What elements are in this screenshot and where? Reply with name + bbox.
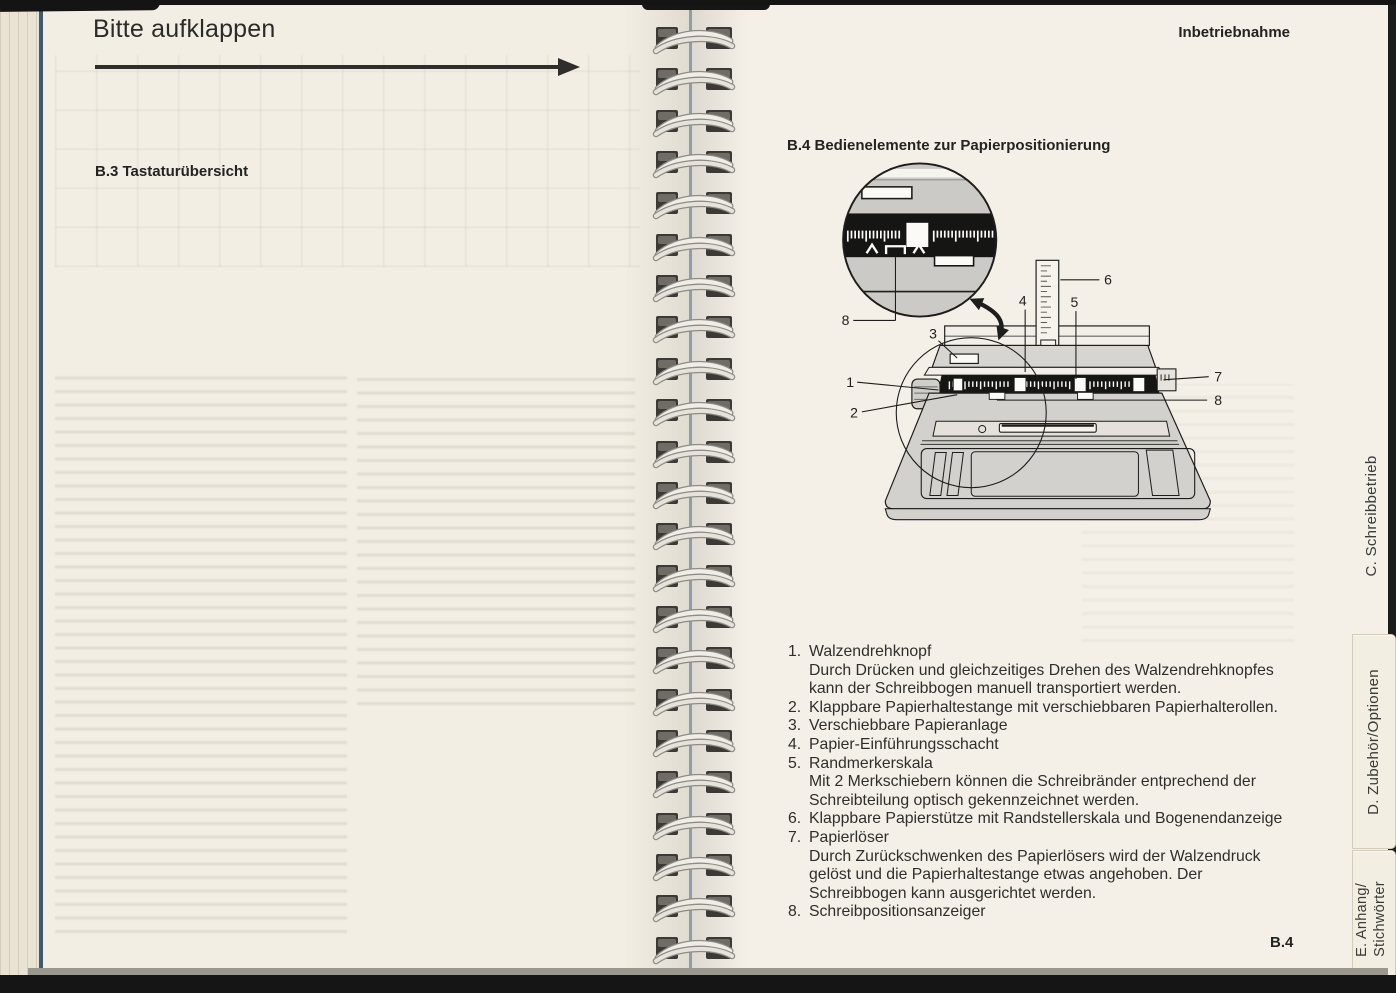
caption-title: Papierlöser [809,828,889,846]
callout-3: 3 [929,325,937,341]
binding-coil [648,807,740,841]
unfold-arrow-icon [95,65,558,69]
page-number: B.4 [1270,934,1294,951]
caption-title: Randmerkerskala [809,754,933,772]
binding-coil [648,724,740,758]
caption-item: 3. Verschiebbare Papieranlage [788,717,1300,736]
top-edge [0,0,1396,5]
binding-coil [648,600,740,634]
callout-labels: 1 2 3 4 5 6 7 8 8 [842,272,1223,421]
spine-top-shadow [642,0,770,10]
tab-d-label: D. Zubehör/Optionen [1364,669,1382,815]
running-header: Inbetriebnahme [1178,24,1290,41]
right-page: Inbetriebnahme B.4 Bedienelemente zur Pa… [692,2,1388,975]
bottom-edge [0,975,1396,993]
caption-number: 7. [788,828,802,846]
caption-item: 8. Schreibpositionsanzeiger [788,903,1300,922]
tab-c-schreibbetrieb: C. Schreibbetrieb [1362,455,1380,577]
callout-8-right: 8 [1214,392,1222,408]
text-bleed-through [357,375,635,705]
text-bleed-through [55,375,347,933]
binding-coil [648,62,740,96]
zoom-connector-arrow-icon [969,298,1010,341]
zoom-region-circle [895,337,1047,489]
section-title: B.4 Bedienelemente zur Papierpositionier… [787,137,1111,154]
paper-support-ruler [1035,259,1060,347]
left-page-title: Bitte aufklappen [93,15,276,43]
caption-item: 4. Papier-Einführungsschacht [788,736,1300,755]
keyboard-recess [920,448,1196,500]
paper-guide [949,353,979,365]
binding-coil [648,21,740,55]
caption-number: 1. [788,643,802,660]
binding-coil [648,145,740,179]
left-page-subtitle: B.3 Tastaturübersicht [95,163,249,180]
binding-coil [648,641,740,675]
binding-coil [648,683,740,717]
caption-number: 4. [788,735,802,753]
binding-coil [648,104,740,138]
caption-number: 5. [788,754,802,772]
binding-coil [648,186,740,220]
caption-desc: Durch Drücken und gleichzeitiges Drehen … [809,661,1274,698]
binding-coil [648,559,740,593]
callout-8-left: 8 [842,312,850,328]
callout-2: 2 [850,404,858,420]
caption-desc: Mit 2 Merkschiebern können die Schreibrä… [809,773,1256,809]
typewriter-body [884,392,1212,521]
magnifier-inset [842,162,998,322]
callout-7: 7 [1214,368,1222,384]
caption-item: 2. Klappbare Papierhaltestange mit versc… [788,699,1300,718]
caption-title: Klappbare Papierstütze mit Randstellersk… [809,810,1283,828]
callout-5: 5 [1070,294,1078,310]
callout-4: 4 [1019,293,1027,309]
top-left-edge [0,0,161,12]
left-page-blue-edge [39,3,43,974]
caption-title: Papier-Einführungsschacht [809,735,999,753]
caption-title: Klappbare Papierhaltestange mit verschie… [809,698,1278,716]
binding-coil [648,765,740,799]
left-book-edge-pages [0,3,40,976]
typewriter-diagram: 1 2 3 4 5 6 7 8 8 [842,162,1223,521]
caption-number: 8. [788,903,802,921]
binding-coil [648,435,740,469]
caption-desc: Durch Zurückschwenken des Papierlösers w… [809,847,1261,902]
unfold-arrowhead-icon [558,58,580,76]
binding-coil [648,517,740,551]
power-dot [978,425,987,434]
binding-coil [648,393,740,427]
margin-scale-bar [937,375,1160,394]
binding-coil [648,228,740,262]
binding-coil [648,352,740,386]
print-point-window [906,222,929,248]
left-page: Bitte aufklappen B.3 Tastaturübersicht [43,3,692,975]
binding-coil [648,889,740,923]
binding-coil [648,848,740,882]
keyboard-bleed-through [55,55,640,267]
tab-e-label-line1: E. Anhang/ [1354,882,1370,957]
binding-coil [648,476,740,510]
binding-coil [648,931,740,965]
binding-coil [648,310,740,344]
bottom-page-edge [28,968,1388,977]
caption-item: 6. Klappbare Papierstütze mit Randstelle… [788,810,1300,829]
caption-number: 2. [788,698,802,716]
callout-1: 1 [846,374,854,390]
callout-6: 6 [1104,272,1112,288]
tab-d-zubehoer-optionen [1352,634,1396,849]
tab-e-label-line2: Stichwörter [1372,881,1388,957]
caption-number: 3. [788,717,802,735]
caption-title: Schreibpositionsanzeiger [809,903,986,921]
binding-coil [648,269,740,303]
caption-number: 6. [788,810,802,828]
book-right-edge [1388,0,1396,976]
caption-title: Walzendrehknopf [809,643,932,660]
caption-title: Verschiebbare Papieranlage [809,717,1008,735]
